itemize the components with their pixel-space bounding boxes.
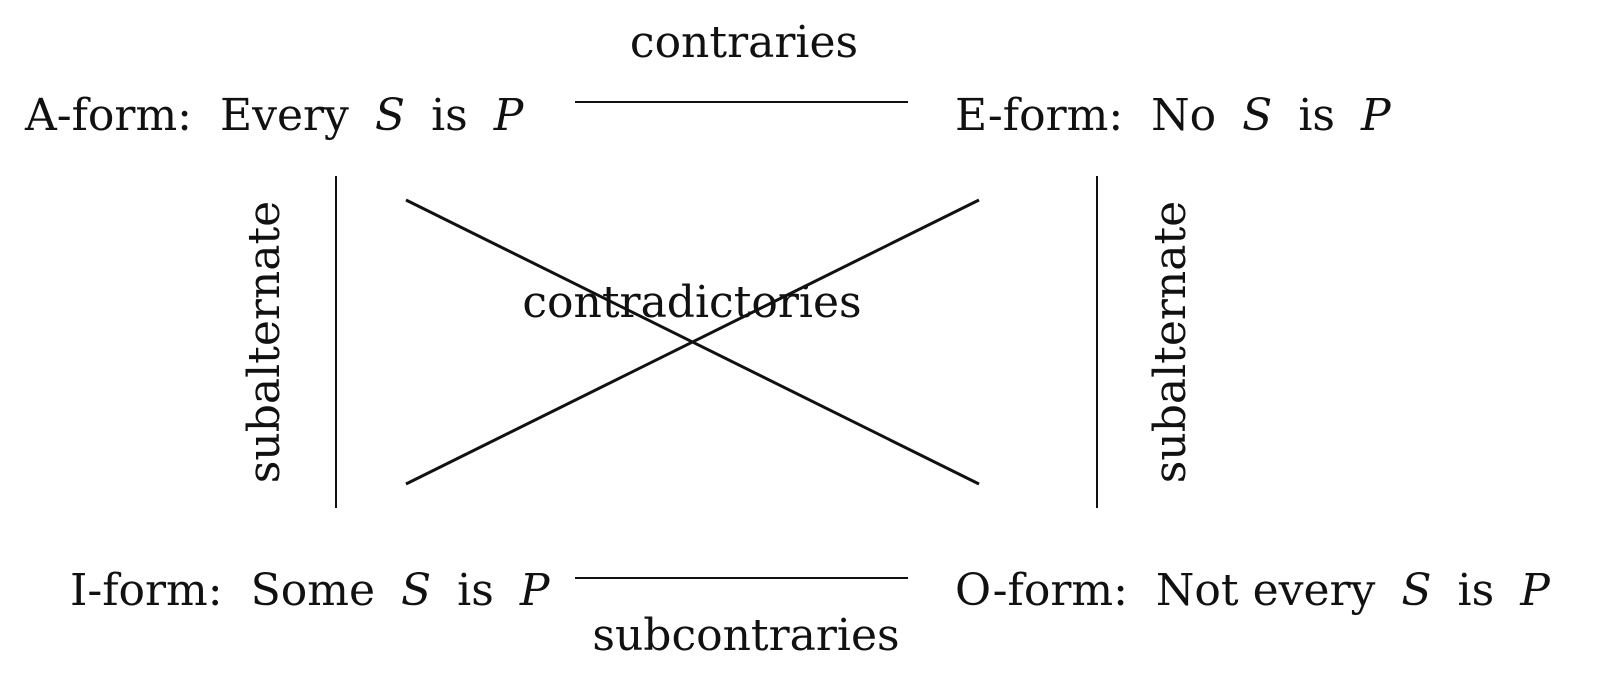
o-form-copula: is bbox=[1458, 565, 1495, 616]
i-form-copula: is bbox=[457, 565, 494, 616]
a-form-predicate: P bbox=[493, 90, 525, 141]
i-form-subject: S bbox=[401, 565, 431, 616]
e-form-subject: S bbox=[1242, 90, 1272, 141]
e-form-prefix: E-form: bbox=[955, 90, 1123, 141]
o-form-subject: S bbox=[1401, 565, 1431, 616]
subcontraries-label: subcontraries bbox=[592, 610, 899, 661]
i-form-predicate: P bbox=[519, 565, 551, 616]
e-form-quantifier: No bbox=[1151, 90, 1216, 141]
a-form-subject: S bbox=[375, 90, 405, 141]
left-subalternate-label: subalternate bbox=[239, 201, 290, 483]
contradictories-diagonal-e-i bbox=[405, 198, 980, 486]
a-form-prefix: A-form: bbox=[24, 90, 192, 141]
contraries-label: contraries bbox=[630, 17, 858, 68]
right-subalternate-label: subalternate bbox=[1145, 201, 1196, 483]
o-form-quantifier: Not every bbox=[1156, 565, 1376, 616]
contradictories-label: contradictories bbox=[522, 277, 861, 328]
o-form-prefix: O-form: bbox=[955, 565, 1128, 616]
i-form-label: I-form: Some S is P bbox=[70, 565, 551, 616]
e-form-predicate: P bbox=[1360, 90, 1392, 141]
a-form-label: A-form: Every S is P bbox=[24, 90, 525, 141]
a-form-copula: is bbox=[431, 90, 468, 141]
i-form-prefix: I-form: bbox=[70, 565, 223, 616]
a-form-quantifier: Every bbox=[220, 90, 349, 141]
o-form-predicate: P bbox=[1519, 565, 1551, 616]
o-form-label: O-form: Not every S is P bbox=[955, 565, 1551, 616]
e-form-label: E-form: No S is P bbox=[955, 90, 1392, 141]
e-form-copula: is bbox=[1298, 90, 1335, 141]
i-form-quantifier: Some bbox=[251, 565, 375, 616]
